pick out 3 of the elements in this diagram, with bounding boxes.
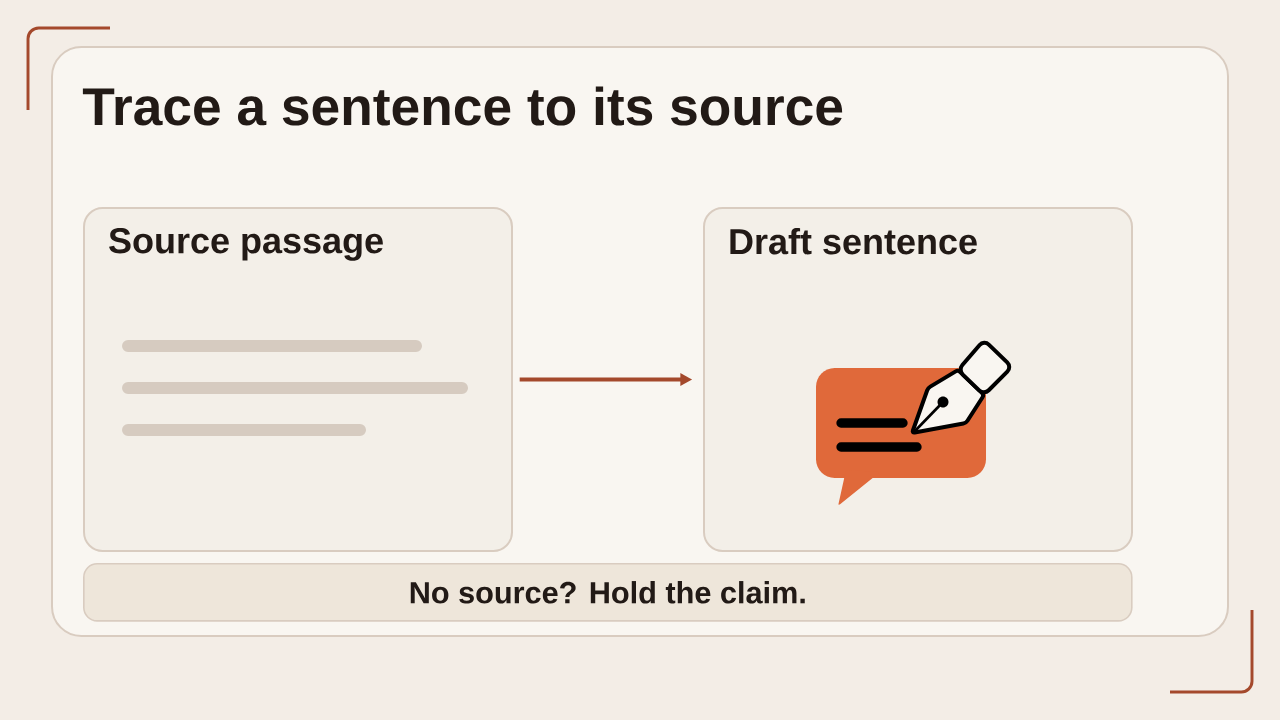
title: Trace a sentence to its source [82,86,843,126]
panel-box: Source passage [83,207,513,552]
banner-box: No source? Hold the claim. [83,563,1133,622]
